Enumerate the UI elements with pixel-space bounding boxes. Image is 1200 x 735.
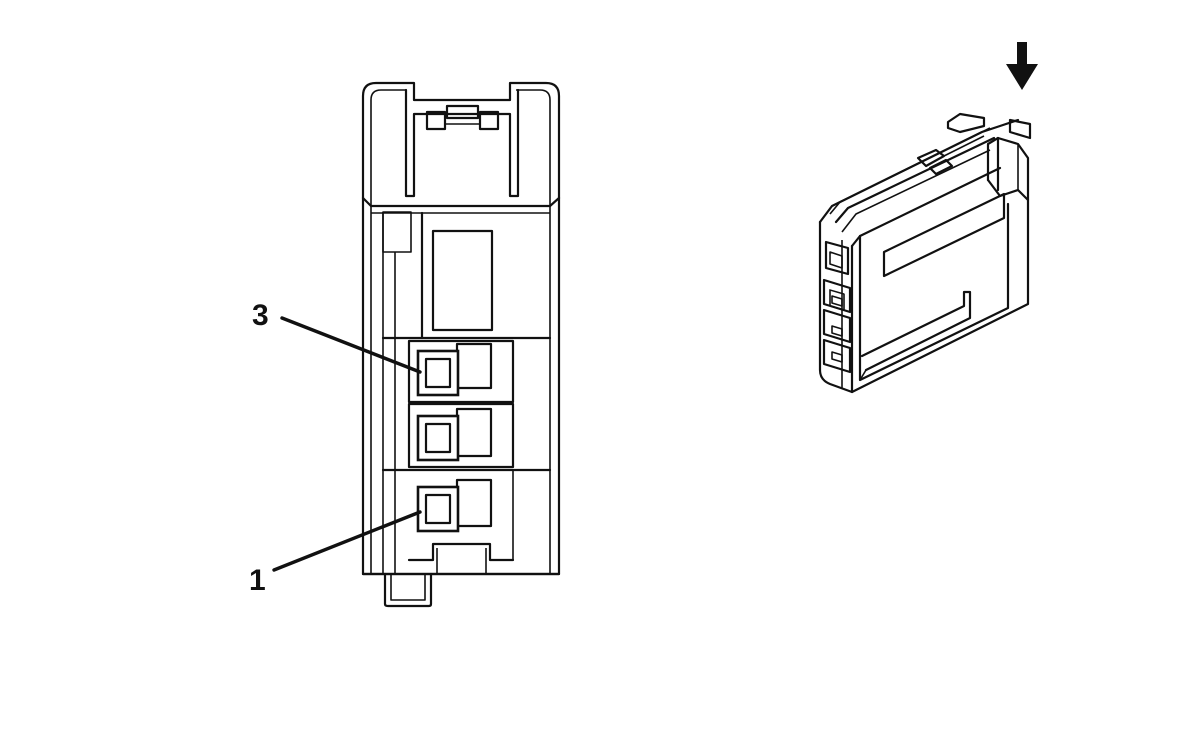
pin-2-cavity bbox=[416, 414, 460, 462]
down-arrow-icon bbox=[1006, 42, 1038, 90]
callout-3-label: 3 bbox=[252, 299, 269, 332]
pin-3-cavity bbox=[416, 349, 460, 397]
connector-front-view bbox=[361, 81, 561, 608]
connector-isometric-view bbox=[818, 112, 1032, 394]
callout-1: 1 bbox=[249, 510, 422, 597]
callout-3: 3 bbox=[252, 299, 422, 374]
pin-1-cavity bbox=[416, 485, 460, 533]
callout-1-label: 1 bbox=[249, 564, 266, 597]
